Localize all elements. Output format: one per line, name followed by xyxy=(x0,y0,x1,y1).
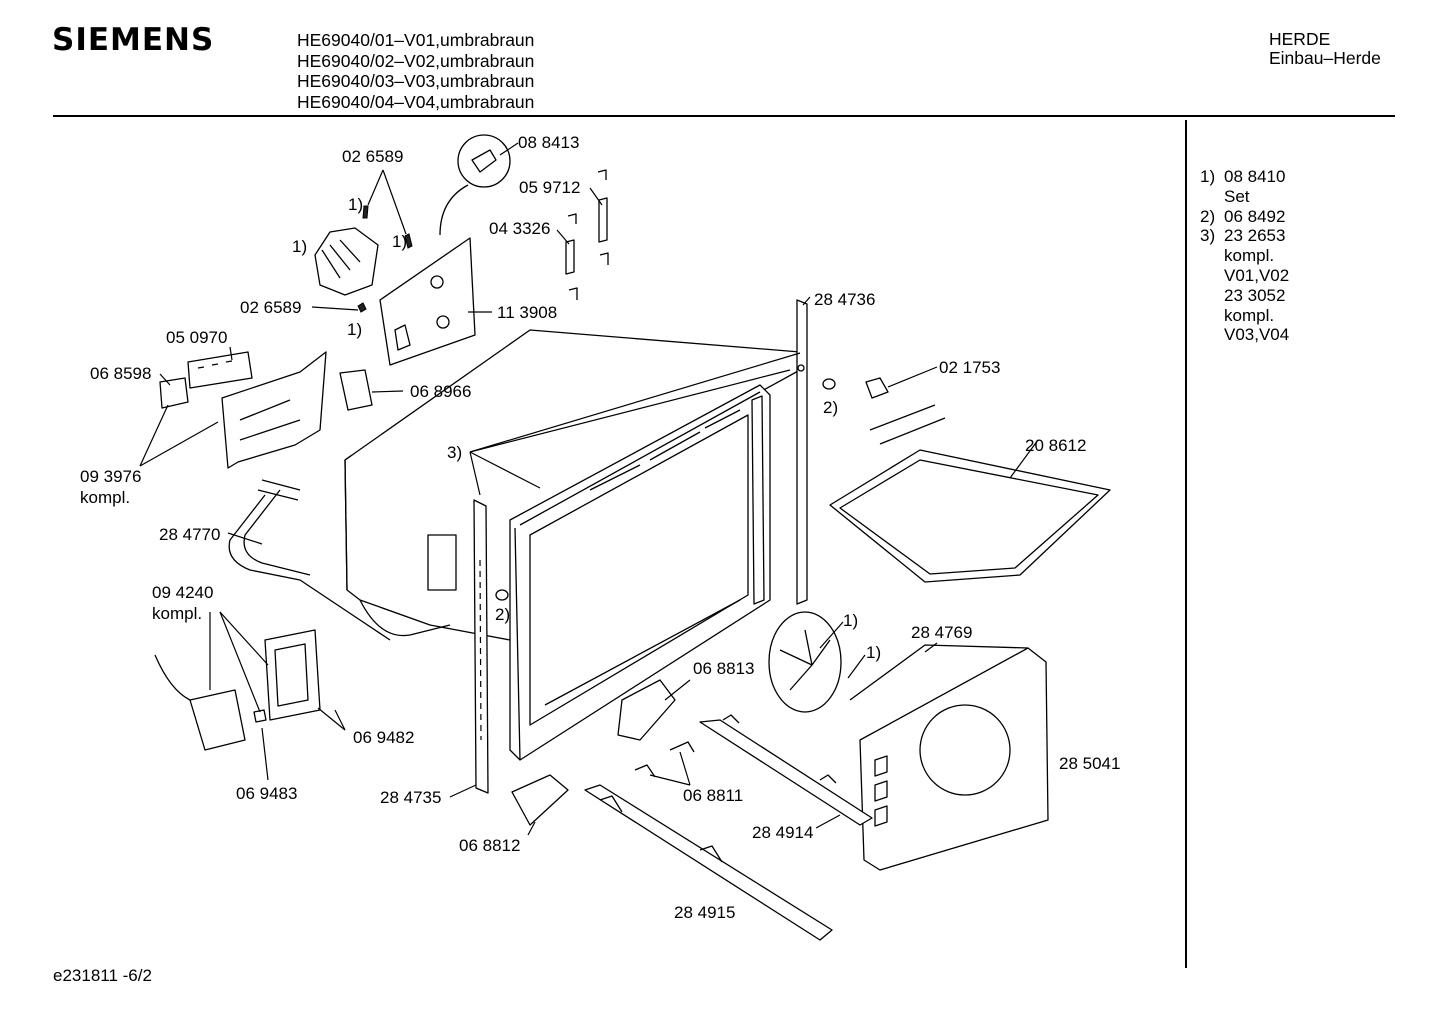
part-label: 02 1753 xyxy=(939,358,1000,377)
grill-heating-element xyxy=(829,404,1111,583)
part-label: 1) xyxy=(347,320,362,339)
part-label: 04 3326 xyxy=(489,219,550,238)
legend-ref: 2) xyxy=(1200,206,1216,226)
part-label: 06 9483 xyxy=(236,784,297,803)
part-label: 28 4770 xyxy=(159,525,220,544)
category-subtitle: Einbau–Herde xyxy=(1269,47,1381,68)
part-label: 1) xyxy=(292,237,307,256)
oven-front-frame xyxy=(509,384,771,761)
telescopic-runner-lower xyxy=(584,784,833,941)
part-label: 28 4914 xyxy=(752,823,813,842)
fan-cover xyxy=(849,644,1049,871)
part-label: 1) xyxy=(866,643,881,662)
model-line: HE69040/01–V01,umbrabraun xyxy=(297,30,535,50)
motor-bracket xyxy=(379,237,476,366)
terminal-pins xyxy=(565,169,609,300)
fan-motor xyxy=(314,205,413,313)
category-title: HERDE xyxy=(1269,29,1331,49)
part-labels: 08 8413 02 6589 05 9712 1) 04 3326 1) 1)… xyxy=(80,133,1120,922)
legend-line: V03,V04 xyxy=(1224,325,1290,345)
part-label: 1) xyxy=(392,232,407,251)
part-label: 09 4240 xyxy=(152,583,213,602)
legend-line: 23 2653 xyxy=(1224,226,1286,246)
cap-2 xyxy=(495,378,836,601)
category-block: HERDE Einbau–Herde xyxy=(1269,30,1381,67)
part-label: 2) xyxy=(823,398,838,417)
control-bracket xyxy=(221,351,327,469)
part-label: 09 3976 xyxy=(80,467,141,486)
legend-entry: 2) 06 8492 xyxy=(1200,207,1289,227)
part-label: 2) xyxy=(495,605,510,624)
part-label: 05 9712 xyxy=(519,178,580,197)
legend-line: kompl. xyxy=(1224,305,1275,325)
part-label: 06 8598 xyxy=(90,364,151,383)
legend-line: V01,V02 xyxy=(1224,265,1290,285)
legend-entry: 3) 23 2653 xyxy=(1200,226,1289,246)
model-line: HE69040/04–V04,umbrabraun xyxy=(297,91,535,112)
model-line: HE69040/03–V03,umbrabraun xyxy=(297,71,535,91)
lamp-socket xyxy=(865,377,889,399)
legend-line: Set xyxy=(1224,186,1250,206)
model-list: HE69040/01–V01,umbrabraun HE69040/02–V02… xyxy=(297,30,534,112)
thermostat xyxy=(439,134,511,236)
part-label: 1) xyxy=(348,195,363,214)
legend-ref: 3) xyxy=(1200,226,1216,246)
legend-ref: 1) xyxy=(1200,167,1216,186)
right-rail xyxy=(751,299,808,605)
left-rail xyxy=(473,499,489,794)
switch-part xyxy=(159,377,189,409)
part-label: 06 8813 xyxy=(693,659,754,678)
part-label: 06 8812 xyxy=(459,836,520,855)
part-label: kompl. xyxy=(80,488,130,507)
document-code: e231811 -6/2 xyxy=(53,966,152,985)
part-label: 02 6589 xyxy=(240,298,301,317)
part-label: 05 0970 xyxy=(166,328,227,347)
legend-line: 06 8492 xyxy=(1224,206,1286,226)
part-label: 11 3908 xyxy=(497,303,557,322)
legend-entry: 1) 08 8410 xyxy=(1200,167,1289,187)
siemens-logo: SIEMENS xyxy=(52,22,215,58)
part-label: 02 6589 xyxy=(342,147,403,166)
part-label: 1) xyxy=(843,611,858,630)
leader-lines xyxy=(139,142,1039,836)
part-label: 06 8966 xyxy=(410,382,471,401)
model-line: HE69040/02–V02,umbrabraun xyxy=(297,50,535,71)
oven-lamp xyxy=(154,629,321,751)
part-label: 20 8612 xyxy=(1025,436,1086,455)
part-label: kompl. xyxy=(152,604,202,623)
part-label: 28 4736 xyxy=(814,290,875,309)
legend-line: 08 8410 xyxy=(1224,167,1286,186)
lower-heating-element xyxy=(228,479,391,641)
telescopic-runner-upper xyxy=(699,714,873,826)
runner-bracket xyxy=(511,679,695,826)
part-label: 06 8811 xyxy=(683,786,743,805)
part-label: 28 5041 xyxy=(1059,754,1120,773)
legend-divider xyxy=(1185,120,1187,968)
legend-line: 23 3052 xyxy=(1224,285,1286,305)
parts-legend: 1) 08 8410 Set 2) 06 8492 3) 23 2653 kom… xyxy=(1200,167,1289,345)
convection-fan xyxy=(768,611,842,713)
part-label: 28 4735 xyxy=(380,788,441,807)
part-label: 06 9482 xyxy=(353,728,414,747)
legend-line: kompl. xyxy=(1224,246,1275,266)
part-label: 3) xyxy=(447,443,462,462)
header-divider xyxy=(53,115,1395,117)
part-label: 28 4915 xyxy=(674,903,735,922)
relay xyxy=(339,369,373,411)
part-label: 08 8413 xyxy=(518,133,579,152)
terminal-block xyxy=(187,351,253,389)
part-label: 28 4769 xyxy=(911,623,972,642)
